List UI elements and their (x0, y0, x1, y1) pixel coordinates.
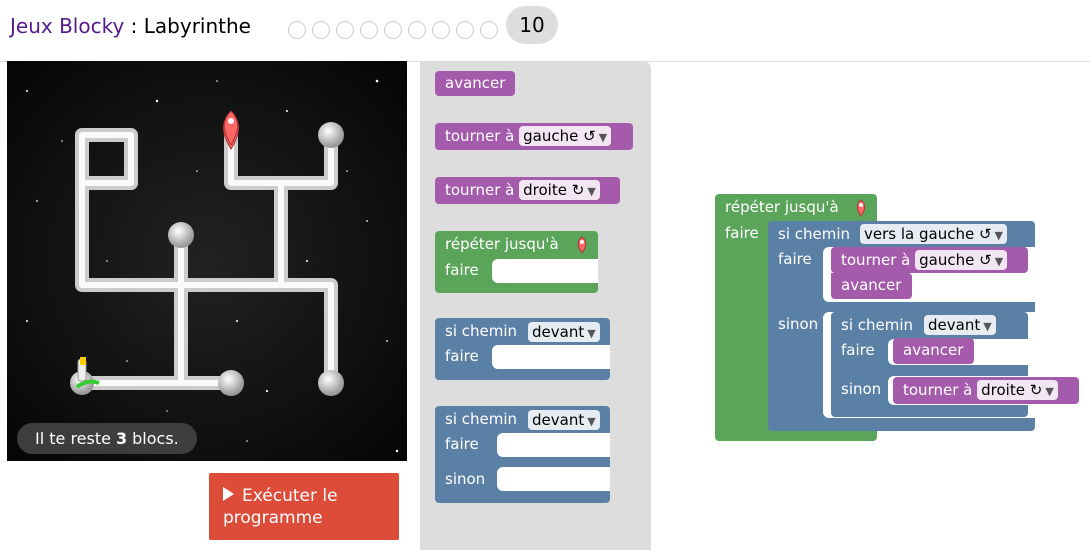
level-3-dot[interactable] (336, 21, 354, 39)
toolbox-turn-right-block[interactable]: tourner à droite ↻▼ (435, 177, 620, 204)
level-2-dot[interactable] (312, 21, 330, 39)
toolbox-repeat-until-block[interactable]: répéter jusqu'à faire (435, 231, 598, 293)
level-6-dot[interactable] (408, 21, 426, 39)
block-label: répéter jusqu'à (445, 235, 559, 253)
block-label: faire (778, 250, 812, 268)
block-label: sinon (841, 380, 882, 398)
pegman-icon (77, 357, 87, 382)
path-dropdown[interactable]: devant▼ (528, 410, 600, 430)
run-program-button[interactable]: Exécuter le programme (209, 473, 399, 540)
chevron-down-icon: ▼ (983, 320, 992, 333)
home-link[interactable]: Jeux Blocky (10, 14, 125, 38)
block-label: tourner (445, 127, 501, 145)
block-label: sinon (778, 315, 819, 333)
workspace-move-forward-block[interactable]: avancer (893, 338, 974, 364)
dropdown-value: droite (523, 181, 567, 199)
block-label: à (963, 381, 973, 399)
level-4-dot[interactable] (360, 21, 378, 39)
chevron-down-icon: ▼ (994, 229, 1004, 242)
toolbox-turn-left-block[interactable]: tourner à gauche ↺▼ (435, 123, 633, 150)
capacity-prefix: Il te reste (35, 429, 111, 448)
direction-dropdown[interactable]: droite ↻▼ (977, 380, 1058, 400)
dropdown-value: vers la gauche (864, 225, 975, 243)
chevron-down-icon: ▼ (598, 131, 608, 144)
page-name: Labyrinthe (143, 14, 251, 38)
level-1-dot[interactable] (288, 21, 306, 39)
block-label: à (901, 251, 911, 269)
toolbox-move-forward-block[interactable]: avancer (435, 71, 515, 96)
capacity-suffix: blocs. (132, 429, 179, 448)
maze-paths (75, 128, 338, 390)
goal-marker-icon (223, 110, 239, 150)
block-label: si chemin (778, 225, 851, 243)
block-label: faire (445, 347, 479, 365)
block-label: faire (445, 261, 479, 279)
level-9-dot[interactable] (480, 21, 498, 39)
turn-left-icon: ↺ (583, 127, 596, 145)
direction-dropdown[interactable]: droite ↻▼ (519, 180, 600, 200)
workspace-turn-right-block[interactable]: tourner à droite ↻▼ (893, 377, 1079, 404)
start-position (70, 371, 100, 395)
chevron-down-icon: ▼ (994, 255, 1004, 268)
dropdown-value: devant (532, 411, 585, 429)
title-separator: : (130, 14, 138, 38)
level-5-dot[interactable] (384, 21, 402, 39)
path-dropdown[interactable]: devant▼ (924, 315, 996, 335)
stars (26, 79, 399, 453)
block-label: si chemin (445, 322, 518, 340)
workspace-turn-left-block[interactable]: tourner à gauche ↺▼ (831, 247, 1028, 273)
block-label: sinon (445, 470, 486, 488)
block-label: tourner (903, 381, 959, 399)
current-level-badge[interactable]: 10 (506, 6, 558, 44)
level-7-dot[interactable] (432, 21, 450, 39)
block-label: faire (725, 224, 759, 242)
marker-icon (577, 236, 587, 254)
level-selector: 10 (288, 6, 558, 44)
block-label: avancer (903, 341, 964, 359)
chevron-down-icon: ▼ (587, 415, 596, 428)
block-label: tourner (445, 181, 501, 199)
header: Jeux Blocky : Labyrinthe 10 (0, 0, 1090, 62)
dropdown-value: droite (981, 381, 1025, 399)
dead-ends (168, 122, 344, 396)
level-8-dot[interactable] (456, 21, 474, 39)
turn-right-icon: ↻ (1029, 381, 1043, 399)
toolbox-if-path-block[interactable]: si chemin devant▼ faire (435, 318, 610, 380)
chevron-down-icon: ▼ (1045, 385, 1054, 398)
maze-canvas: Il te reste 3 blocs. (7, 61, 407, 461)
dropdown-value: devant (532, 323, 585, 341)
block-label: à (505, 181, 515, 199)
turn-left-icon: ↺ (979, 251, 992, 269)
workspace-move-forward-block[interactable]: avancer (831, 273, 912, 299)
dropdown-value: gauche (919, 251, 975, 269)
block-label: répéter jusqu'à (725, 198, 839, 216)
chevron-down-icon: ▼ (587, 185, 596, 198)
turn-left-icon: ↺ (978, 225, 992, 243)
block-label: avancer (841, 276, 902, 294)
direction-dropdown[interactable]: gauche ↺▼ (519, 126, 612, 146)
block-label: tourner (841, 251, 897, 269)
marker-icon (856, 199, 866, 217)
block-label: avancer (445, 74, 506, 92)
path-dropdown[interactable]: devant▼ (528, 322, 600, 342)
toolbox-if-else-path-block[interactable]: si chemin devant▼ faire sinon (435, 406, 610, 503)
dropdown-value: devant (928, 316, 981, 334)
path-dropdown[interactable]: vers la gauche ↺▼ (860, 224, 1008, 244)
block-label: à (505, 127, 515, 145)
chevron-down-icon: ▼ (587, 327, 596, 340)
capacity-count: 3 (115, 429, 128, 448)
block-label: faire (445, 435, 479, 453)
capacity-bubble: Il te reste 3 blocs. (17, 423, 197, 454)
block-label: si chemin (841, 316, 914, 334)
maze-drawing (26, 79, 399, 453)
dropdown-value: gauche (523, 127, 579, 145)
play-icon (223, 487, 234, 501)
block-label: si chemin (445, 410, 518, 428)
run-button-label: Exécuter le programme (223, 486, 338, 528)
block-label: faire (841, 341, 875, 359)
turn-right-icon: ↻ (571, 181, 585, 199)
direction-dropdown[interactable]: gauche ↺▼ (915, 250, 1008, 270)
page-title: Jeux Blocky : Labyrinthe (10, 14, 251, 38)
